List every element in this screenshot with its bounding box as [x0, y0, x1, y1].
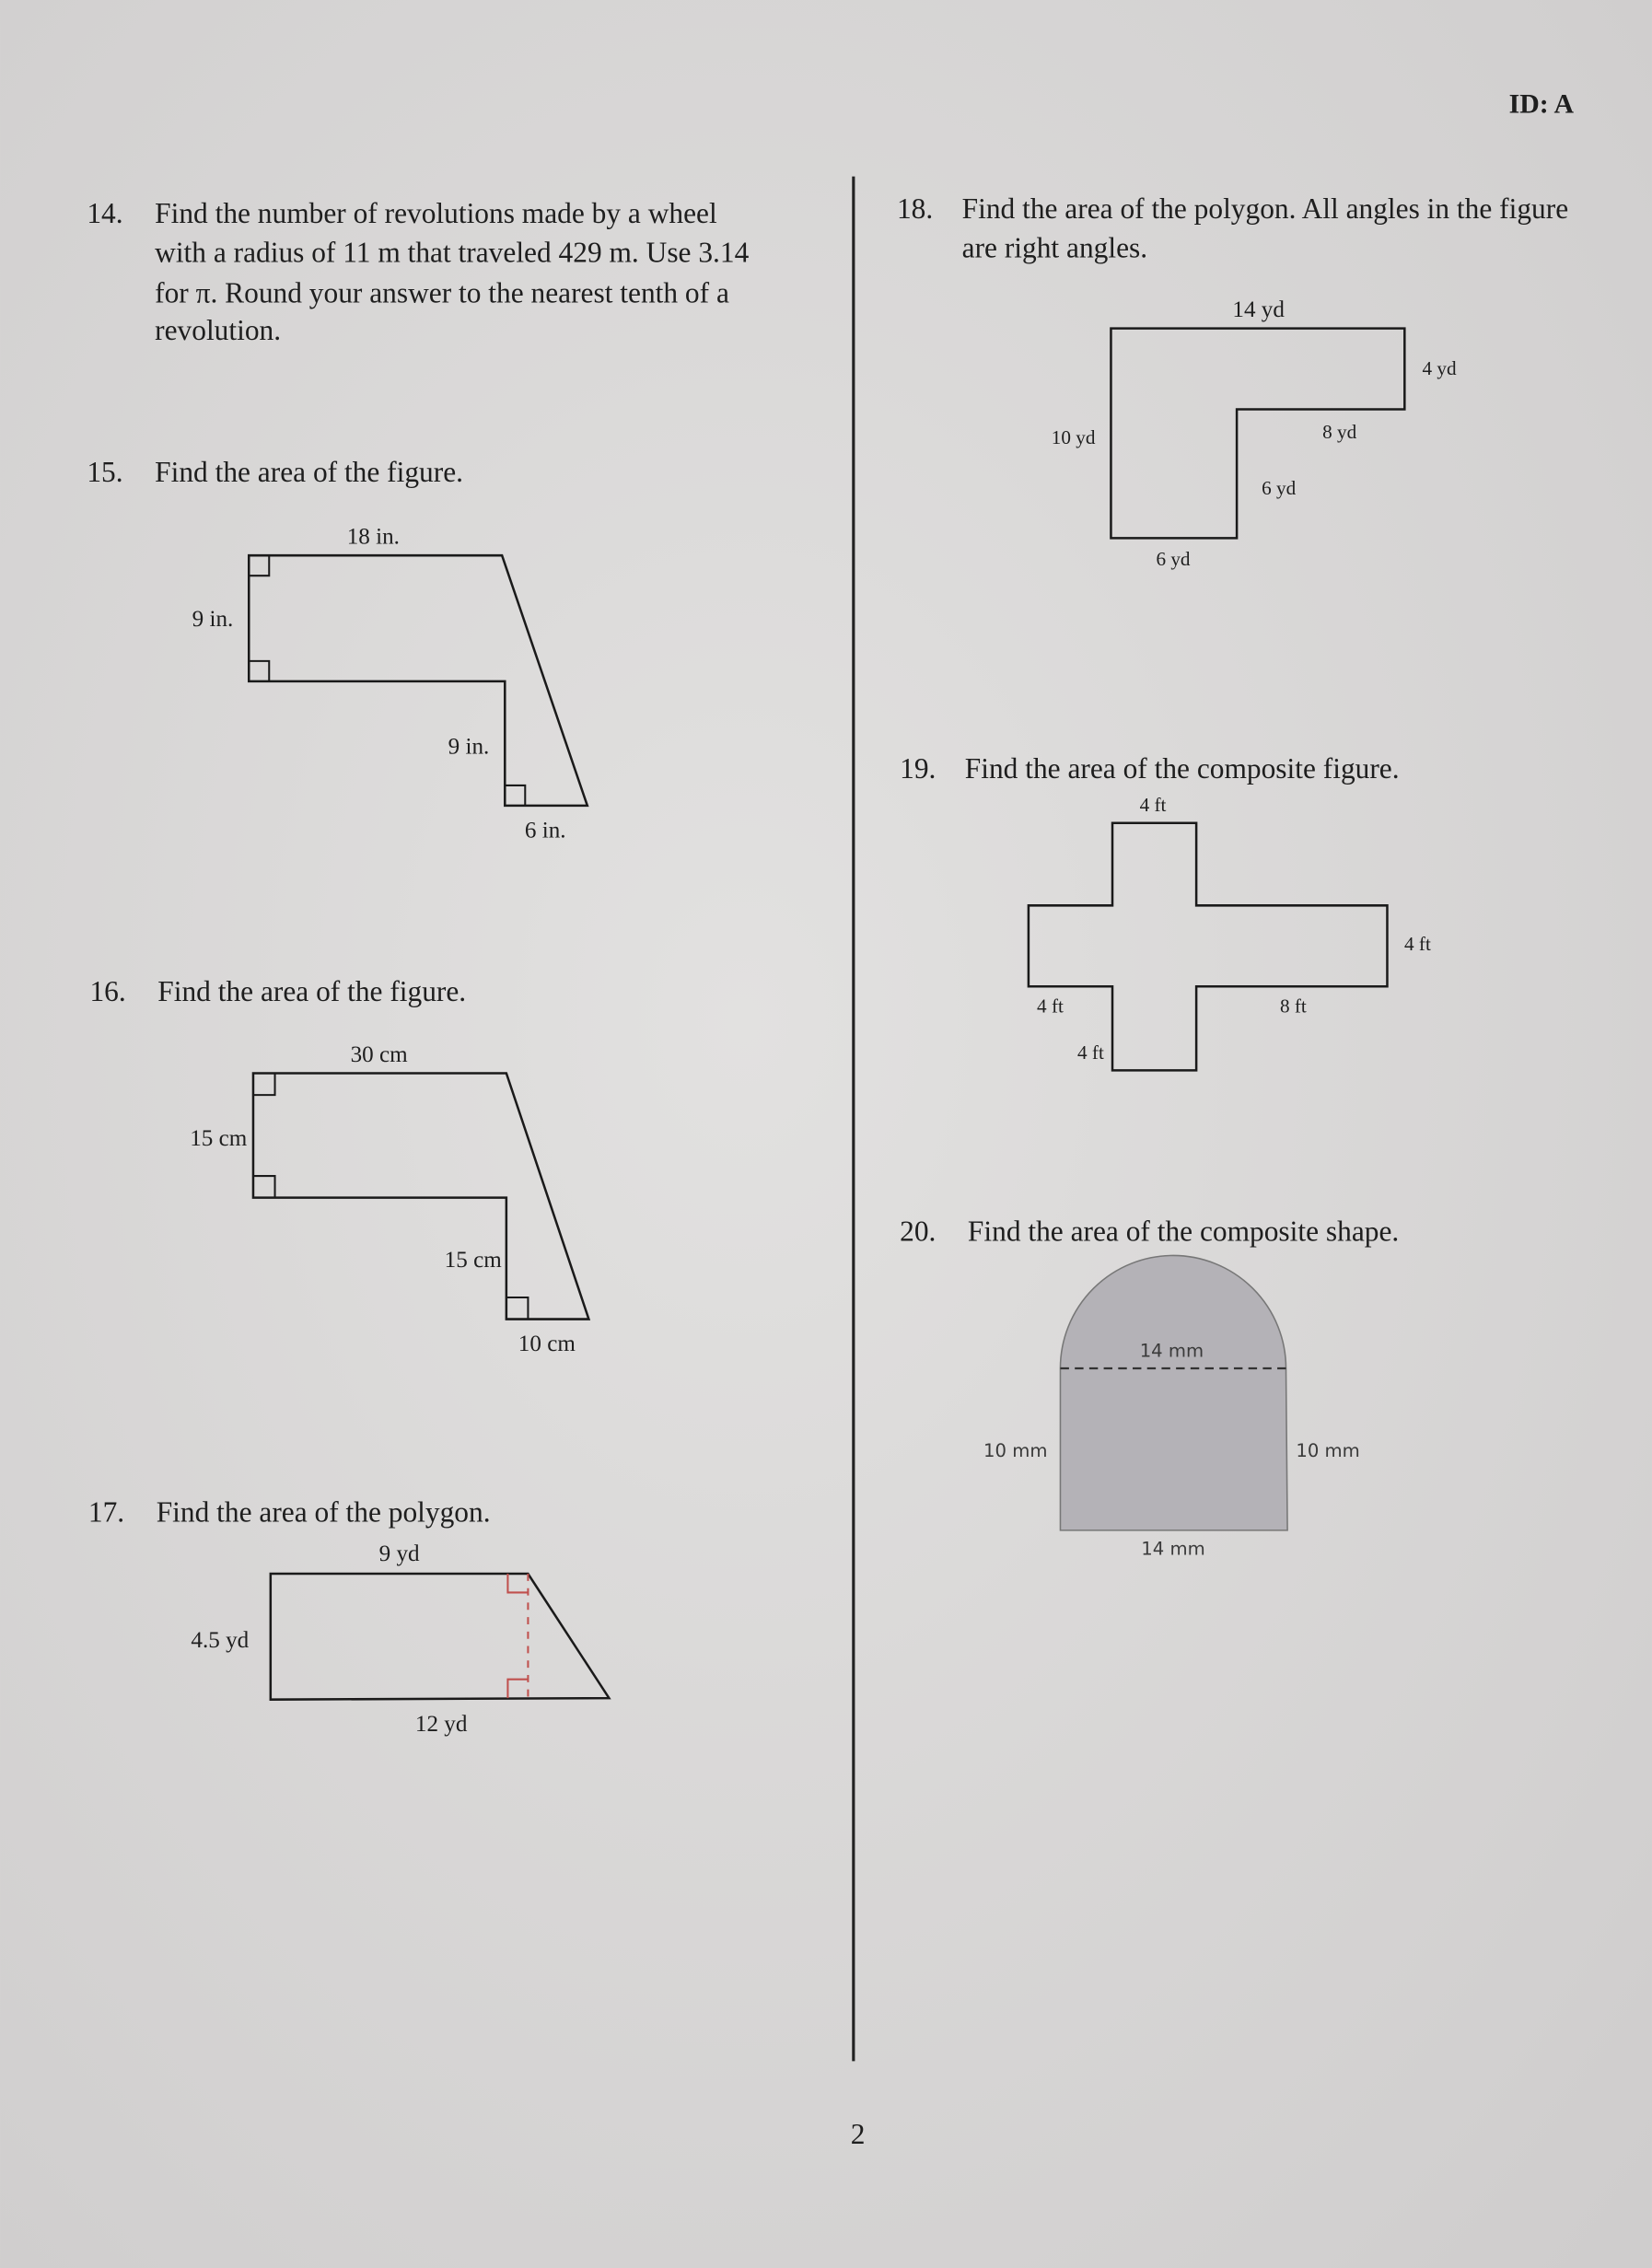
question-prompt: Find the area of the composite shape. [968, 1215, 1399, 1248]
label-bottom: 12 yd [415, 1712, 468, 1737]
question-17: 17. Find the area of the polygon. 9 yd 4… [88, 1495, 611, 1737]
label-left: 10 yd [1052, 426, 1096, 448]
label-left-arm: 4 ft [1037, 995, 1064, 1018]
question-15: 15. Find the area of the figure. 18 in. … [87, 456, 589, 843]
label-inner: 9 in. [448, 734, 490, 759]
figure-18-polygon [1110, 327, 1406, 540]
label-right: 4 ft [1404, 933, 1431, 955]
label-top: 4 ft [1140, 794, 1167, 816]
label-diameter: 14 mm [1140, 1340, 1204, 1361]
question-text-line: Find the number of revolutions made by a… [155, 197, 717, 229]
question-20: 20. Find the area of the composite shape… [900, 1215, 1399, 1560]
question-number: 17. [88, 1495, 124, 1528]
label-left: 10 mm [983, 1440, 1047, 1461]
label-bottom: 6 in. [525, 818, 566, 843]
figure-20-semicircle-rectangle [1059, 1254, 1288, 1531]
label-top: 30 cm [351, 1042, 409, 1067]
right-angle-marks [506, 1574, 529, 1699]
label-left: 4.5 yd [191, 1628, 249, 1653]
label-right: 10 mm [1296, 1440, 1359, 1461]
label-bottom: 6 yd [1156, 548, 1190, 570]
label-right-arm: 8 ft [1280, 995, 1307, 1018]
question-18: 18. Find the area of the polygon. All an… [897, 192, 1568, 570]
question-19: 19. Find the area of the composite figur… [900, 752, 1431, 1072]
question-text-line: revolution. [155, 314, 281, 346]
label-top: 9 yd [379, 1541, 420, 1566]
label-bottom: 14 mm [1141, 1539, 1204, 1560]
page-number: 2 [851, 2118, 866, 2150]
figure-17-trapezoid [269, 1572, 611, 1701]
question-text-line: with a radius of 11 m that traveled 429 … [155, 236, 749, 268]
question-text-line: Find the area of the polygon. All angles… [962, 192, 1569, 225]
question-number: 16. [89, 975, 125, 1007]
label-bottom: 10 cm [518, 1332, 576, 1356]
figure-16-polygon [251, 1072, 591, 1320]
question-number: 20. [900, 1215, 936, 1248]
label-inner-horizontal: 8 yd [1322, 421, 1356, 443]
question-16: 16. Find the area of the figure. 30 cm 1… [89, 975, 591, 1356]
label-right: 4 yd [1422, 357, 1456, 379]
label-top: 18 in. [347, 525, 400, 550]
id-label: ID: A [1509, 89, 1575, 120]
question-prompt: Find the area of the composite figure. [965, 752, 1400, 785]
figure-19-cross [1027, 821, 1389, 1072]
question-text-line: are right angles. [962, 232, 1147, 264]
question-prompt: Find the area of the figure. [157, 975, 466, 1007]
question-number: 14. [87, 197, 122, 229]
label-top: 14 yd [1232, 297, 1285, 322]
label-left: 15 cm [190, 1126, 248, 1151]
label-inner: 15 cm [445, 1248, 503, 1273]
question-number: 15. [87, 456, 122, 488]
question-14: 14. Find the number of revolutions made … [87, 197, 749, 346]
label-left: 9 in. [192, 607, 234, 632]
question-prompt: Find the area of the figure. [155, 456, 463, 488]
right-angle-marks [249, 555, 527, 806]
question-prompt: Find the area of the polygon. [157, 1495, 491, 1528]
label-bottom-arm: 4 ft [1077, 1041, 1104, 1064]
question-number: 18. [897, 192, 933, 225]
question-number: 19. [900, 752, 936, 785]
question-text-line: for π. Round your answer to the nearest … [155, 276, 729, 308]
figure-15-polygon [247, 553, 589, 808]
label-inner-vertical: 6 yd [1262, 477, 1296, 499]
right-angle-marks [252, 1073, 529, 1320]
